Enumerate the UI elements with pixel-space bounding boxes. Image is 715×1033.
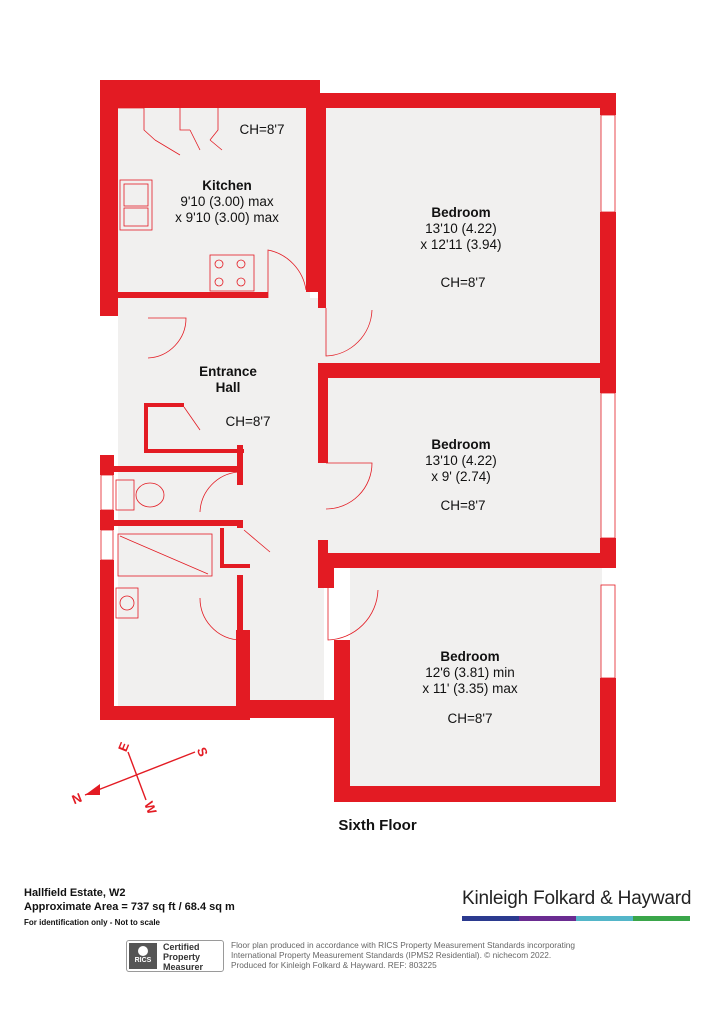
rics-line-1: Certified xyxy=(163,942,200,952)
kitchen-dim1-label: 9'10 (3.00) max xyxy=(180,194,274,209)
measurement-disclaimer: Floor plan produced in accordance with R… xyxy=(231,940,591,970)
bedroom-1-dim1-label: 13'10 (4.22) xyxy=(425,221,497,236)
entrance-hall-name-line2: Hall xyxy=(216,380,241,395)
kitchen-dim2-label: x 9'10 (3.00) max xyxy=(175,210,279,225)
brand-color-segment xyxy=(576,916,633,921)
property-info: Hallfield Estate, W2 Approximate Area = … xyxy=(24,886,235,930)
compass-rose: N E S W xyxy=(70,740,212,817)
bedroom-1-dim2-label: x 12'11 (3.94) xyxy=(420,237,501,252)
compass-south-label: S xyxy=(194,745,211,759)
brand-color-segment xyxy=(633,916,690,921)
rics-line-3: Measurer xyxy=(163,962,204,972)
rics-line-2: Property xyxy=(163,952,201,962)
bedroom-2-ceiling-label: CH=8'7 xyxy=(441,498,486,513)
bedroom-2-name-label: Bedroom xyxy=(431,437,490,452)
doors xyxy=(147,129,379,641)
approximate-area: Approximate Area = 737 sq ft / 68.4 sq m xyxy=(24,901,235,913)
disclaimer-line-2: International Property Measurement Stand… xyxy=(231,950,552,960)
floor-plan: CH=8'7 Kitchen 9'10 (3.00) max x 9'10 (3… xyxy=(70,80,616,817)
brand-color-bar xyxy=(462,916,690,921)
windows xyxy=(100,114,616,679)
bedroom-3-name-label: Bedroom xyxy=(440,649,499,664)
brand-logo-text: Kinleigh Folkard & Hayward xyxy=(462,888,692,909)
bedroom-1-ceiling-label: CH=8'7 xyxy=(441,275,486,290)
bedroom-2-dim1-label: 13'10 (4.22) xyxy=(425,453,497,468)
floor-label: Sixth Floor xyxy=(338,817,417,834)
floor-fill xyxy=(118,108,602,786)
disclaimer-line-1: Floor plan produced in accordance with R… xyxy=(231,940,576,950)
entrance-hall-name-line1: Entrance xyxy=(199,364,257,379)
compass-east-label: E xyxy=(115,740,132,754)
bathroom-fixtures xyxy=(115,479,213,619)
kitchen-name-label: Kitchen xyxy=(202,178,252,193)
bedroom-2-dim2-label: x 9' (2.74) xyxy=(431,469,491,484)
kitchen-ceiling-label: CH=8'7 xyxy=(240,122,285,137)
scale-note: For identification only - Not to scale xyxy=(24,918,161,927)
disclaimer-line-3: Produced for Kinleigh Folkard & Hayward.… xyxy=(231,960,437,970)
room-labels: CH=8'7 Kitchen 9'10 (3.00) max x 9'10 (3… xyxy=(175,122,518,726)
brand-color-segment xyxy=(462,916,519,921)
kitchen-fixtures xyxy=(118,100,255,292)
compass-north-label: N xyxy=(70,790,84,807)
property-address: Hallfield Estate, W2 xyxy=(24,887,126,899)
compass-west-label: W xyxy=(141,799,160,817)
rics-certified-badge: RICS Certified Property Measurer xyxy=(126,940,224,972)
bedroom-3-dim2-label: x 11' (3.35) max xyxy=(422,681,518,696)
entrance-hall-ceiling-label: CH=8'7 xyxy=(226,414,271,429)
bedroom-3-ceiling-label: CH=8'7 xyxy=(448,711,493,726)
bedroom-3-dim1-label: 12'6 (3.81) min xyxy=(425,665,515,680)
rics-logo-text: RICS xyxy=(134,957,152,964)
rics-logo: RICS xyxy=(129,943,157,969)
rics-badge-text: Certified Property Measurer xyxy=(163,942,203,972)
bedroom-1-name-label: Bedroom xyxy=(431,205,490,220)
brand-color-segment xyxy=(519,916,576,921)
walls xyxy=(100,80,616,802)
